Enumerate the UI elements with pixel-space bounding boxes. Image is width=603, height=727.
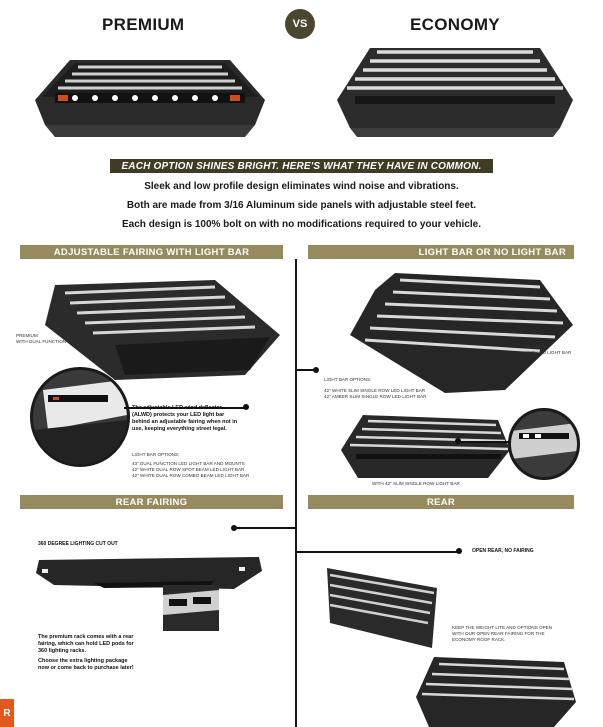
open-rear-rack-image	[322, 563, 442, 653]
fairing-option-1: 43" DUAL FUNCTION LED LIGHT BAR AND MOUN…	[132, 461, 245, 466]
section-header-adjustable-fairing: ADJUSTABLE FAIRING WITH LIGHT BAR	[20, 245, 283, 259]
rear-fairing-connector	[235, 527, 296, 529]
feature-line-3: Each design is 100% bolt on with no modi…	[122, 219, 481, 230]
center-divider	[295, 259, 297, 727]
section-header-rear-fairing: REAR FAIRING	[20, 495, 283, 509]
common-features-banner: EACH OPTION SHINES BRIGHT. HERE'S WHAT T…	[110, 159, 493, 173]
feature-line-1: Sleek and low profile design eliminates …	[144, 181, 459, 192]
economy-rack-image	[335, 40, 575, 140]
label-text: PREMIUM WITH DUAL FUNCTION	[16, 333, 67, 344]
economy-no-light-bar-label: ECONOMY WITH NO LIGHT BAR	[526, 344, 586, 356]
section-title: ADJUSTABLE FAIRING WITH LIGHT BAR	[53, 246, 250, 258]
light-bar-option-2: 42" AMBER SLIM SINGLE ROW LED LIGHT BAR	[324, 394, 427, 399]
open-rear-dot	[456, 548, 462, 554]
light-bar-detail-circle	[508, 408, 580, 480]
economy-title: ECONOMY	[410, 15, 500, 34]
open-rear-label: OPEN REAR, NO FAIRING	[472, 548, 534, 554]
fairing-description: The adjustable LED wind deflector (ALWD)…	[132, 405, 238, 432]
premium-title: PREMIUM	[102, 15, 185, 34]
fairing-detail-dot	[243, 404, 249, 410]
rear-fairing-description-1: The premium rack comes with a rear fairi…	[38, 634, 134, 654]
corner-badge[interactable]: R	[0, 699, 14, 727]
section-title: LIGHT BAR OR NO LIGHT BAR	[418, 246, 566, 258]
open-rear-description: KEEP THE WEIGHT LITE AND OPTIONS OPEN WI…	[452, 625, 553, 642]
open-rear-connector	[297, 551, 458, 553]
label-text: ECONOMY WITH NO LIGHT BAR	[526, 344, 572, 355]
fairing-options-title: LIGHT BAR OPTIONS:	[132, 452, 180, 457]
premium-rack-image	[30, 45, 270, 145]
section-title: REAR FAIRING	[115, 496, 188, 508]
section-title: REAR	[426, 496, 456, 508]
economy-with-light-bar-rack-image	[338, 410, 513, 482]
rear-fairing-detail-image	[163, 585, 219, 631]
rear-fairing-image	[34, 555, 264, 591]
with-light-bar-caption: WITH 42" SLIM SINGLE ROW LIGHT BAR	[372, 481, 460, 486]
adjustable-fairing-rack-image	[35, 265, 285, 385]
light-bar-options-dot	[313, 367, 319, 373]
bottom-rack-image	[414, 652, 579, 727]
rear-fairing-dot	[231, 525, 237, 531]
fairing-option-3: 42" WHITE DUAL ROW COMBO BEAM LED LIGHT …	[132, 473, 250, 478]
section-header-light-bar: LIGHT BAR OR NO LIGHT BAR	[308, 245, 574, 259]
premium-dual-function-label: PREMIUM WITH DUAL FUNCTION	[16, 333, 86, 345]
fairing-option-2: 42" WHITE DUAL ROW SPOT BEAM LED LIGHT B…	[132, 467, 245, 472]
feature-line-2: Both are made from 3/16 Aluminum side pa…	[126, 200, 477, 211]
section-header-rear: REAR	[308, 495, 574, 509]
economy-no-light-bar-rack-image	[345, 265, 575, 395]
light-bar-options-connector	[297, 369, 315, 371]
light-bar-detail-connector	[458, 441, 510, 443]
light-bar-options-title: LIGHT BAR OPTIONS:	[324, 377, 372, 382]
light-bar-option-1: 42" WHITE SLIM SINGLE ROW LED LIGHT BAR	[324, 388, 426, 393]
fairing-detail-connector	[124, 407, 244, 409]
rear-fairing-label: 360 DEGREE LIGHTING CUT OUT	[38, 541, 118, 547]
fairing-detail-circle	[30, 367, 130, 467]
rear-fairing-description-2: Choose the extra lighting package now or…	[38, 658, 134, 671]
vs-badge: VS	[285, 9, 315, 39]
light-bar-detail-dot	[455, 438, 461, 444]
